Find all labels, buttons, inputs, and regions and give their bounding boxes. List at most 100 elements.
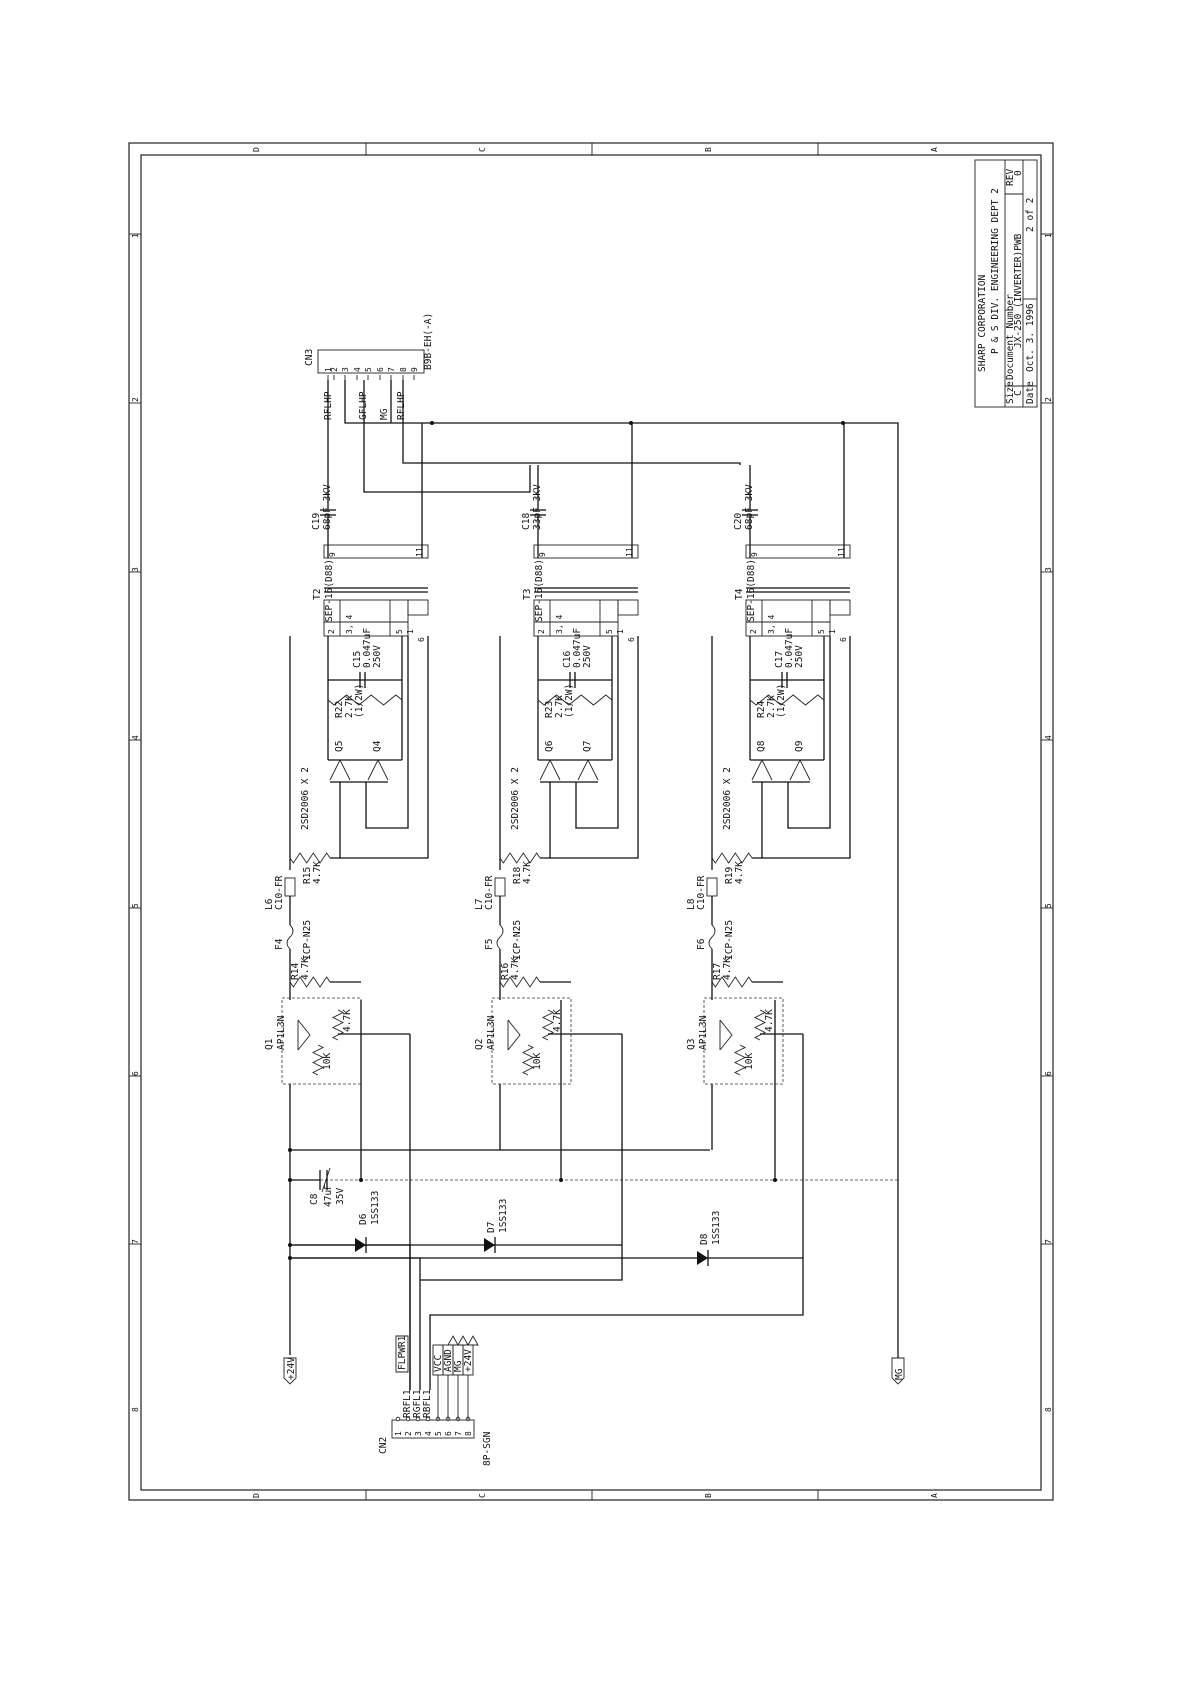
base-resistor [327,694,403,706]
driver-package [491,997,572,1085]
trans-pin: 9 [538,552,547,557]
trans-pin: 6 [839,637,848,642]
company-name: SHARP CORPORATION [977,274,988,372]
supply-section: C8 47uF 35V D6 1SS133 D7 1SS133 D8 1SS13… [283,1000,905,1390]
rev-value: 0 [1013,170,1024,176]
transformer-secondary [533,544,639,559]
bias-resistor-value: 4.7K [522,861,533,884]
res-cap-ref: C15 [352,651,363,668]
driver-part: AP1L3N [698,1015,709,1050]
cn2-pin-number: 3 [414,1431,423,1436]
zone-letter: B [704,1493,713,1498]
trans-pin: 11 [625,547,634,557]
port-mg [891,1357,905,1385]
transformer-primary [323,599,409,637]
transformer-primary [745,599,831,637]
zone-number: 7 [1044,1239,1053,1244]
cn3-pin-number: 2 [330,367,339,372]
coil [284,877,296,897]
trans-pin: 3, 4 [767,615,776,634]
cn2-signal: RGFL1 [412,1389,423,1418]
trans-pin: 2 [327,629,336,634]
res-cap-value: 0.047uF [362,628,373,668]
base-resistor-value: 2.7K [344,695,355,718]
input-resistor-value: 4.7K [510,957,521,980]
trans-pin: 9 [328,552,337,557]
cn2-pin-number: 6 [444,1431,453,1436]
cn3-pin-number: 4 [353,367,362,372]
transformer-feedback [407,599,429,616]
cn3-pin-number: 5 [364,367,373,372]
d8-part: 1SS133 [711,1211,722,1245]
transistor-qb [367,759,389,781]
res-cap-ref: C16 [562,651,573,668]
driver-ref: Q2 [474,1039,485,1050]
driver-resistor-r1 [331,1009,345,1041]
cn2-pin-number: 7 [454,1431,463,1436]
trans-pin: 5 [605,629,614,634]
title-block: SHARP CORPORATION P & S DIV. ENGINEERING… [974,159,1038,408]
document-number-label: Document Number [1005,294,1016,380]
cn2-signal: +24V [463,1349,474,1372]
trans-pin: 6 [417,637,426,642]
transformer-feedback [617,599,639,616]
coil-part: C10-FR [484,875,495,910]
zone-letter: D [252,1493,261,1498]
port-flpwr [395,1335,409,1373]
feedback-loop [787,636,831,829]
zone-letter: A [930,1493,939,1498]
cn2-pin-number: 4 [424,1431,433,1436]
hv-cap-value: 68pF 3KV [322,484,333,530]
base-resistor [537,694,613,706]
zone-letter: D [252,147,261,152]
zone-letter: B [704,147,713,152]
trans-pin: 9 [750,552,759,557]
hv-cap-ref: C18 [521,513,532,530]
cn2-pin-dot [425,1416,431,1422]
driver-r2-value: 10K [322,1053,333,1070]
driver-r1-value: 4.7K [764,1009,775,1032]
zone-number: 2 [1044,397,1053,402]
bias-resistor-ref: R19 [724,867,735,884]
driver-ref: Q1 [264,1038,275,1050]
zone-number: 3 [131,567,140,572]
base-resistor-power: (1/2W) [776,684,787,718]
cn3-ref: CN3 [304,349,315,366]
cn3-pin-number: 3 [341,367,350,372]
transistor-qb-ref: Q4 [372,740,383,752]
rev-label: REV [1005,169,1016,186]
input-resistor-value: 4.7K [300,957,311,980]
trans-pin: 1 [828,629,837,634]
transformer-secondary [745,544,851,559]
port-mg-label: MG [894,1368,905,1380]
d8-ref: D8 [699,1233,710,1245]
coil [494,877,506,897]
zone-number: 8 [1044,1407,1053,1412]
zone-number: 6 [1044,1071,1053,1076]
driver-package [703,997,784,1085]
driver-part: AP1L3N [276,1015,287,1050]
transformer-ref: T3 [522,589,533,600]
coil-part: C10-FR [696,875,707,910]
trans-pin: 1 [616,629,625,634]
driver-resistor-r1 [753,1009,767,1041]
coil-ref: L8 [686,898,697,910]
cn3-net-label: RFLHP [396,391,407,420]
hv-cap-value: 68pF 3KV [744,484,755,530]
port-24v-label: +24V [286,1357,297,1380]
base-resistor-ref: R23 [544,701,555,718]
input-resistor-ref: R16 [500,963,511,980]
cn2-part: 8P-SGN [482,1431,493,1466]
transformer-feedback [829,599,851,616]
transformer-part: SEP-16(D88) [746,559,757,622]
cn2-pin-dot [405,1416,411,1422]
driver-resistor-r2 [733,1044,747,1076]
cn2-pin-number: 2 [404,1431,413,1436]
d6-part: 1SS133 [370,1191,381,1225]
zone-letter: C [478,147,487,152]
